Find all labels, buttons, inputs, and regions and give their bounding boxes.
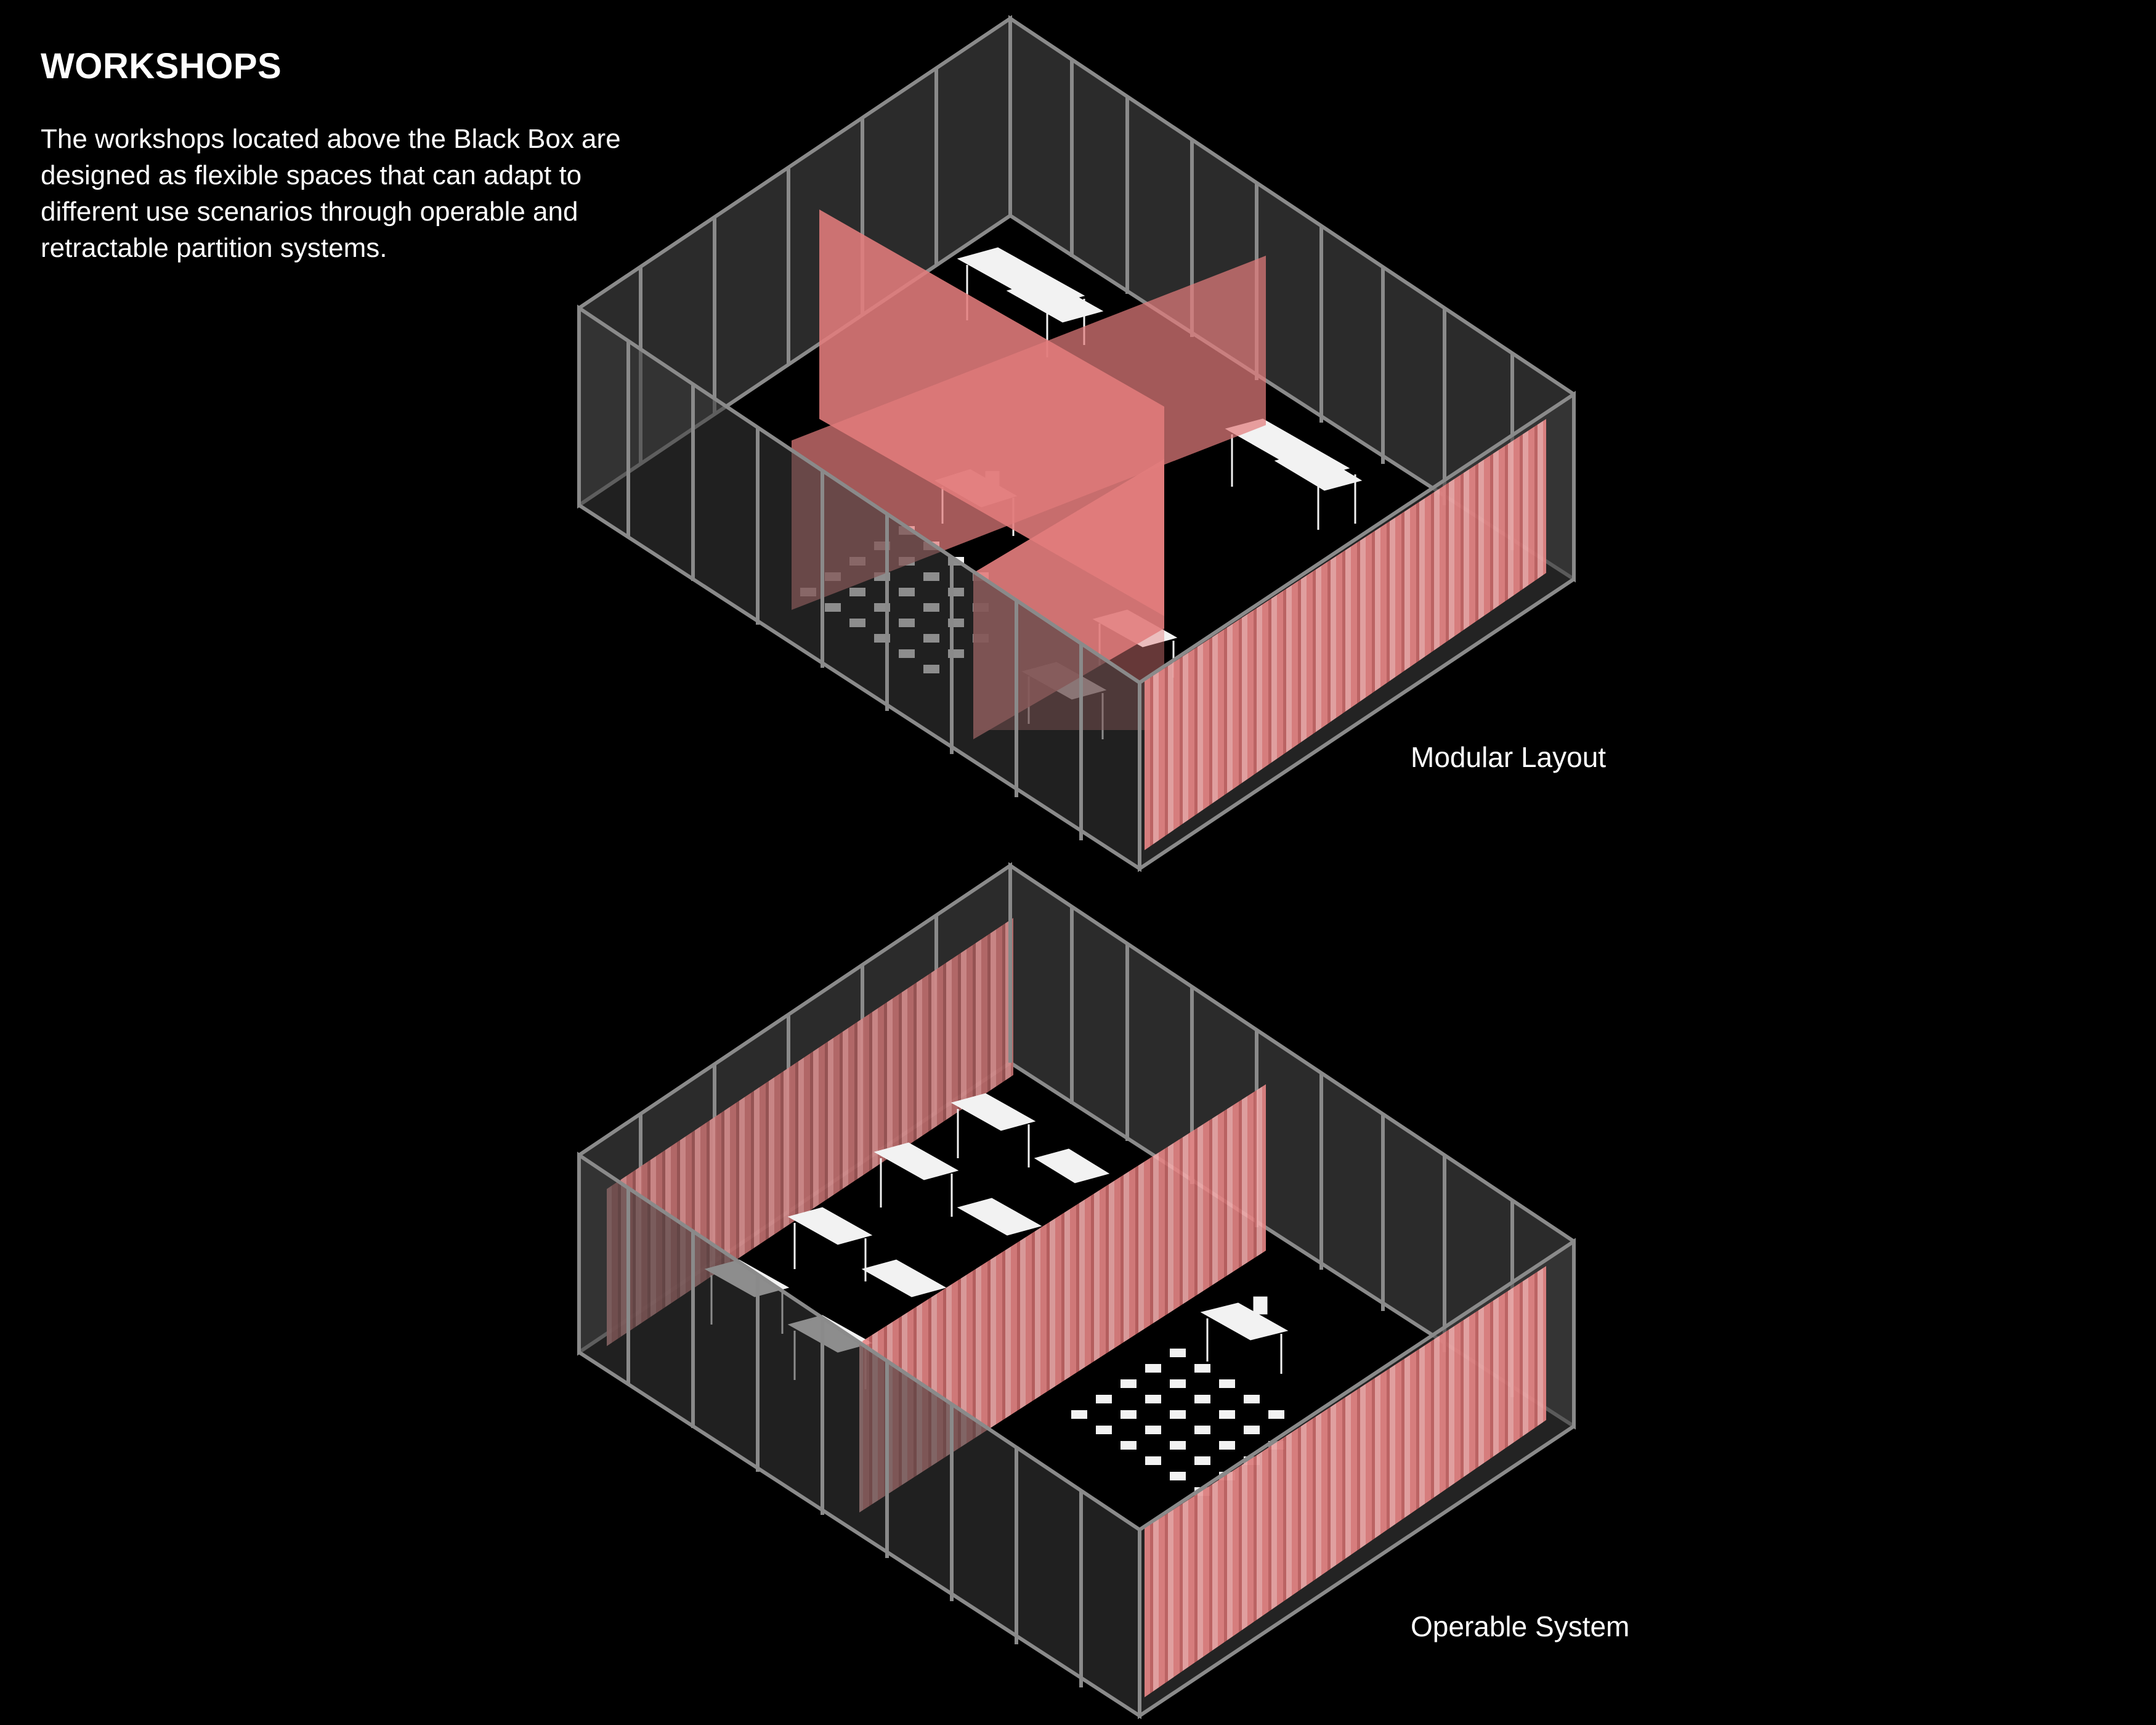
page-title: WORKSHOPS bbox=[41, 46, 282, 86]
intro-paragraph: The workshops located above the Black Bo… bbox=[41, 124, 621, 263]
modular-layout-diagram bbox=[577, 15, 1576, 872]
front-wall-mullions bbox=[626, 341, 1083, 840]
front-wall-mullions bbox=[626, 1188, 1083, 1687]
operable-system-diagram bbox=[577, 862, 1576, 1719]
caption-modular-layout: Modular Layout bbox=[1411, 741, 1607, 773]
retractable-curtain bbox=[1145, 419, 1546, 850]
caption-operable-system: Operable System bbox=[1411, 1610, 1630, 1642]
middle-partition bbox=[859, 1084, 1266, 1512]
curtain-back-left bbox=[607, 918, 1013, 1346]
retractable-curtain bbox=[1145, 1266, 1546, 1697]
